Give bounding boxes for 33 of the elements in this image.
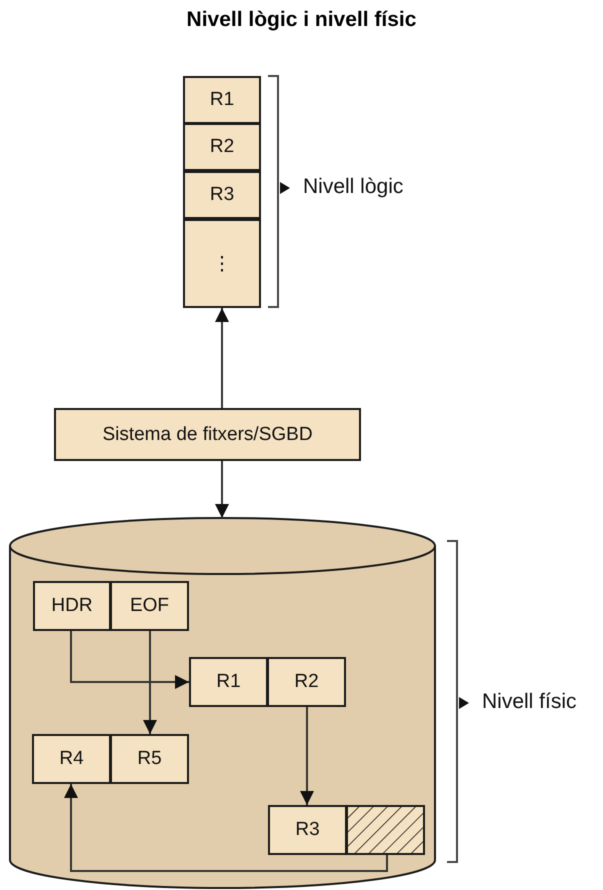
record-box bbox=[33, 581, 111, 631]
arrow bbox=[64, 784, 388, 872]
arrow bbox=[215, 461, 229, 518]
record-box bbox=[183, 171, 261, 219]
level-label: Nivell lògic bbox=[303, 175, 404, 199]
box-label: R1 bbox=[216, 671, 241, 693]
record-box bbox=[110, 734, 189, 784]
box-label: R3 bbox=[295, 819, 320, 841]
record-box bbox=[183, 123, 261, 171]
level-label: Nivell físic bbox=[482, 690, 577, 714]
box-label: Sistema de fitxers/SGBD bbox=[102, 424, 313, 446]
arrow bbox=[70, 631, 189, 689]
box-label: R3 bbox=[210, 184, 234, 206]
record-box bbox=[32, 734, 111, 784]
record-box bbox=[183, 76, 261, 124]
box-label: R2 bbox=[210, 136, 234, 158]
record-box bbox=[267, 657, 346, 707]
record-box bbox=[189, 657, 268, 707]
box-label: R5 bbox=[137, 748, 162, 770]
record-box bbox=[183, 219, 261, 308]
box-label: R1 bbox=[210, 89, 234, 111]
record-box bbox=[110, 581, 189, 631]
box-label: R2 bbox=[294, 671, 319, 693]
arrow bbox=[215, 308, 229, 408]
process-box bbox=[54, 408, 361, 461]
arrow bbox=[300, 707, 314, 805]
box-label: R4 bbox=[59, 748, 84, 770]
box-label: HDR bbox=[51, 595, 93, 617]
diagram-title: Nivell lògic i nivell físic bbox=[186, 8, 418, 32]
box-label: EOF bbox=[130, 595, 170, 617]
box-label: ⋮ bbox=[212, 252, 232, 276]
record-box bbox=[268, 805, 347, 855]
arrow bbox=[143, 631, 157, 734]
